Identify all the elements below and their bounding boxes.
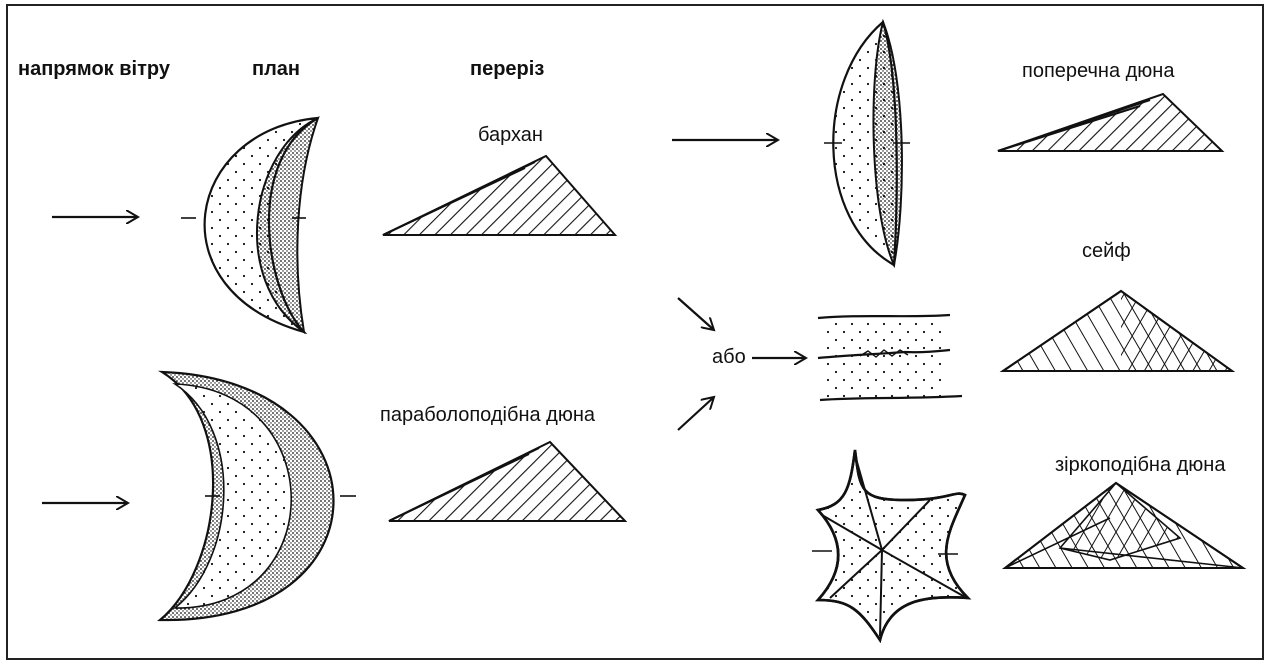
star-dune-section [1005, 483, 1243, 568]
star-dune-plan [812, 450, 968, 640]
transverse-dune-plan [824, 22, 910, 265]
arrow-up-right [678, 397, 714, 430]
seif-plan [818, 315, 962, 400]
parabolic-dune-plan [160, 372, 356, 620]
seif-section [1003, 291, 1232, 371]
barchan-plan [181, 118, 318, 332]
parabolic-dune-section [389, 442, 625, 521]
arrow-down-right [678, 298, 714, 330]
barchan-section [383, 156, 615, 235]
transverse-dune-section [998, 94, 1222, 151]
